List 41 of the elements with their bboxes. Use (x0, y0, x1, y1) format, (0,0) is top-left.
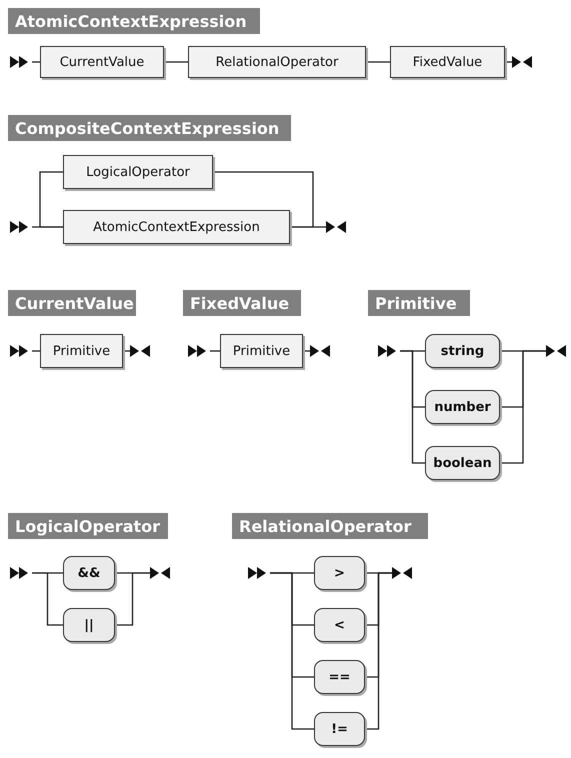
terminal-box: number (425, 390, 500, 424)
connector-line (164, 61, 188, 63)
connector-line (32, 572, 63, 626)
terminal-box: && (63, 556, 115, 590)
nonterminal-box: LogicalOperator (63, 155, 213, 189)
end-marker (392, 565, 414, 581)
terminal-box: string (425, 334, 500, 368)
terminal-box: boolean (425, 446, 500, 480)
end-marker (546, 343, 568, 359)
connector-line (365, 572, 392, 730)
terminal-box: == (314, 660, 365, 694)
connector-line (213, 171, 314, 228)
connector-line (366, 61, 390, 63)
nonterminal-box: FixedValue (390, 46, 505, 78)
end-marker (512, 54, 534, 70)
nonterminal-box: AtomicContextExpression (63, 210, 290, 244)
rule-title: Primitive (368, 290, 470, 316)
terminal-box: < (314, 608, 365, 642)
terminal-box: > (314, 556, 365, 590)
nonterminal-box: CurrentValue (40, 46, 164, 78)
rule-title: CompositeContextExpression (8, 115, 291, 141)
nonterminal-box: Primitive (40, 334, 123, 368)
terminal-box: || (63, 608, 115, 642)
connector-line (500, 350, 546, 464)
end-marker (326, 219, 348, 235)
connector-line (39, 171, 63, 228)
end-marker (150, 565, 172, 581)
connector-line (115, 572, 150, 626)
rule-title: LogicalOperator (8, 513, 168, 539)
rule-title: RelationalOperator (232, 513, 428, 539)
connector-line (210, 350, 220, 352)
terminal-box: != (314, 712, 365, 746)
nonterminal-box: RelationalOperator (188, 46, 366, 78)
connector-line (270, 572, 314, 730)
nonterminal-box: Primitive (220, 334, 303, 368)
end-marker (310, 343, 332, 359)
rule-title: AtomicContextExpression (8, 8, 260, 34)
rule-title: FixedValue (183, 290, 301, 316)
connector-line (400, 350, 425, 464)
rule-title: CurrentValue (8, 290, 136, 316)
end-marker (130, 343, 152, 359)
